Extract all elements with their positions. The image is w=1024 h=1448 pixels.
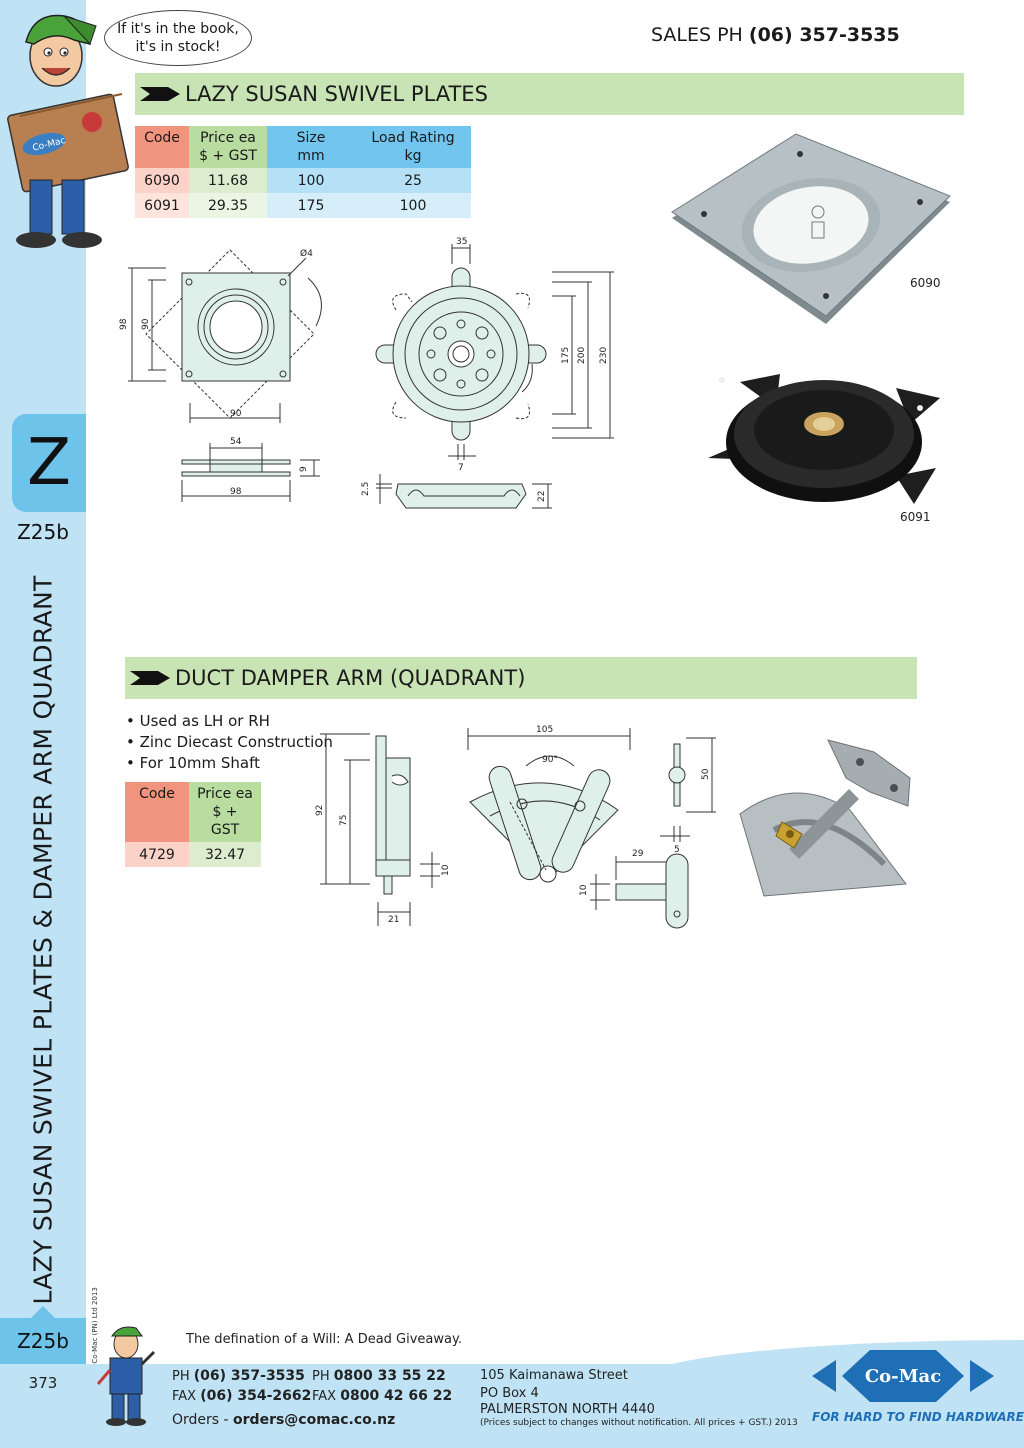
footer-address-line-3: PALMERSTON NORTH 4440 (480, 1402, 655, 1417)
table-row: 4729 32.47 (125, 842, 261, 867)
mascot-footer-illustration (96, 1326, 156, 1426)
damper-title: DUCT DAMPER ARM (QUADRANT) (175, 666, 526, 690)
cell-load: 25 (355, 168, 471, 193)
speech-line-1: If it's in the book, (117, 21, 239, 37)
damper-quadrant-photo (739, 739, 911, 897)
arrow-icon (135, 73, 185, 115)
sales-number: (06) 357-3535 (748, 24, 900, 46)
dim-7: 7 (458, 463, 464, 473)
dim-200: 200 (577, 347, 587, 364)
photo-label-6091: 6091 (900, 510, 931, 524)
section-code-bottom: Z25b (0, 1306, 86, 1364)
speech-line-2: it's in stock! (135, 39, 221, 55)
section-code-top: Z25b (17, 520, 69, 544)
footer-tagline: The defination of a Will: A Dead Giveawa… (186, 1332, 462, 1347)
arrow-icon (125, 657, 175, 699)
list-item: • Used as LH or RH (126, 712, 270, 730)
section-letter: Z (27, 426, 71, 500)
cell-code: 6091 (135, 193, 189, 218)
header-price: Price ea$ + GST (189, 126, 267, 168)
damper-side-drawing: 92 75 10 21 (315, 733, 451, 926)
cell-price: 32.47 (189, 842, 261, 867)
footer-address-line-2: PO Box 4 (480, 1386, 539, 1401)
sales-label: SALES PH (651, 24, 749, 46)
section-code-bottom-label: Z25b (17, 1329, 69, 1353)
dim-50: 50 (701, 768, 711, 780)
sales-phone: SALES PH (06) 357-3535 (651, 24, 900, 46)
table-header-row: Code Price ea$ + GST (125, 782, 261, 842)
dim-9: 9 (299, 466, 309, 472)
swivel-plate-6091-photo (708, 374, 940, 504)
speech-bubble: If it's in the book, it's in stock! (104, 10, 252, 66)
footer-phone: PH (06) 357-3535 (172, 1368, 305, 1384)
cell-size: 100 (267, 168, 355, 193)
footer-address-line-1: 105 Kaimanawa Street (480, 1368, 628, 1383)
dim-22: 22 (537, 491, 547, 502)
damper-header: DUCT DAMPER ARM (QUADRANT) (125, 657, 917, 699)
cell-price: 29.35 (189, 193, 267, 218)
damper-table: Code Price ea$ + GST 4729 32.47 (125, 782, 261, 867)
vertical-section-title: LAZY SUSAN SWIVEL PLATES & DAMPER ARM QU… (28, 575, 58, 1305)
dim-35: 35 (456, 237, 467, 247)
cell-price: 11.68 (189, 168, 267, 193)
list-item: • Zinc Diecast Construction (126, 733, 333, 751)
dim-90-degrees: 90° (542, 755, 558, 765)
header-code: Code (125, 782, 189, 842)
logo-text: Co-Mac (865, 1366, 941, 1387)
swivel-plate-6090-drawing: 98 90 90 Ø4 54 9 98 (119, 248, 322, 502)
swivel-plate-6090-photo (671, 133, 951, 324)
footer-phone-freephone: PH 0800 33 55 22 (312, 1368, 446, 1384)
cell-code: 4729 (125, 842, 189, 867)
dim-54: 54 (230, 437, 242, 447)
list-item: • For 10mm Shaft (126, 754, 261, 772)
page-number: 373 (28, 1374, 58, 1392)
section-letter-tab: Z (12, 414, 86, 512)
dim-230: 230 (599, 347, 609, 364)
dim-75: 75 (339, 815, 349, 826)
cell-size: 175 (267, 193, 355, 218)
cell-load: 100 (355, 193, 471, 218)
mascot-illustration: Co-Mac (7, 14, 129, 248)
table-row: 6090 11.68 100 25 (135, 168, 471, 193)
dim-98: 98 (119, 318, 129, 330)
footer-disclaimer: (Prices subject to changes without notif… (480, 1418, 798, 1428)
table-row: 6091 29.35 175 100 (135, 193, 471, 218)
header-code: Code (135, 126, 189, 168)
dim-2-5: 2.5 (361, 482, 371, 496)
footer-fax: FAX (06) 354-2662 (172, 1388, 312, 1404)
dim-10: 10 (441, 864, 451, 876)
dim-90: 90 (141, 318, 151, 330)
damper-quadrant-drawing: 105 90° (467, 725, 631, 883)
dim-29: 29 (632, 849, 644, 859)
dim-90-width: 90 (230, 409, 242, 419)
dim-hole-diameter: Ø4 (300, 248, 313, 259)
cell-code: 6090 (135, 168, 189, 193)
damper-features: • Used as LH or RH • Zinc Diecast Constr… (126, 711, 333, 774)
footer-fax-freephone: FAX 0800 42 66 22 (312, 1388, 453, 1404)
header-price: Price ea$ + GST (189, 782, 261, 842)
dim-5: 5 (674, 845, 680, 855)
dim-175: 175 (561, 347, 571, 364)
swivel-plate-6091-drawing: 35 175 200 230 7 2.5 22 (361, 237, 614, 509)
dim-98-width: 98 (230, 487, 242, 497)
dim-21: 21 (388, 915, 399, 925)
orders-email-link[interactable]: orders@comac.co.nz (233, 1412, 396, 1428)
damper-shaft-drawing: 50 5 29 10 (579, 737, 716, 929)
dim-10-shaft: 10 (579, 884, 589, 896)
lazy-susan-header: LAZY SUSAN SWIVEL PLATES (135, 73, 964, 115)
comac-logo: Co-Mac (812, 1350, 994, 1402)
photo-label-6090: 6090 (910, 276, 941, 290)
dim-92: 92 (315, 805, 325, 816)
logo-tagline: FOR HARD TO FIND HARDWARE (812, 1410, 1024, 1424)
lazy-susan-title: LAZY SUSAN SWIVEL PLATES (185, 82, 488, 106)
dim-105: 105 (536, 725, 553, 735)
footer-orders: Orders - orders@comac.co.nz (172, 1412, 396, 1428)
